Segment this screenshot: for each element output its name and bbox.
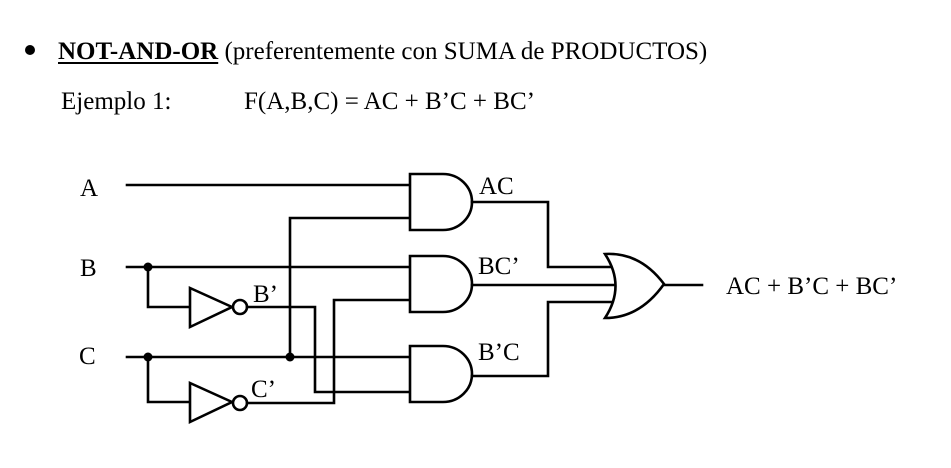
inverter-c-label: C’ <box>251 376 276 403</box>
inverter-b-label: B’ <box>253 281 278 308</box>
and-gate-2 <box>408 254 474 314</box>
and-gate-1 <box>408 172 474 232</box>
junction-c <box>143 352 153 362</box>
bullet-line: NOT-AND-OR (preferentemente con SUMA de … <box>25 38 707 66</box>
and-gate-3-label: B’C <box>478 339 520 366</box>
and-gate-3 <box>408 344 474 404</box>
heading-description: (preferentemente con SUMA de PRODUCTOS) <box>218 38 708 65</box>
or-gate <box>602 252 666 320</box>
wire-b-to-inverter <box>146 265 192 309</box>
input-label-c: C <box>79 343 96 370</box>
boolean-function: F(A,B,C) = AC + B’C + BC’ <box>244 88 535 115</box>
wire-cnot-to-and2 <box>245 298 412 405</box>
wire-bnotc-to-or <box>470 300 614 378</box>
example-label: Ejemplo 1: <box>61 88 172 115</box>
junction-b <box>143 262 153 272</box>
wire-ac-to-or <box>470 200 614 269</box>
wire-c-to-inverter <box>146 355 192 404</box>
wire-bnot-to-and3 <box>245 305 412 394</box>
and-gate-2-label: BC’ <box>478 253 520 280</box>
output-label: AC + B’C + BC’ <box>726 273 897 300</box>
inverter-b <box>188 285 249 330</box>
inverter-c <box>188 380 249 425</box>
junction-c-and1 <box>285 352 295 362</box>
input-label-b: B <box>80 255 97 282</box>
section-heading: NOT-AND-OR <box>58 38 219 65</box>
example-line: Ejemplo 1: F(A,B,C) = AC + B’C + BC’ <box>61 88 535 116</box>
and-gate-1-label: AC <box>479 173 514 200</box>
wire-c-to-and1 <box>288 216 412 359</box>
input-label-a: A <box>80 175 98 202</box>
bullet-icon <box>25 45 35 56</box>
